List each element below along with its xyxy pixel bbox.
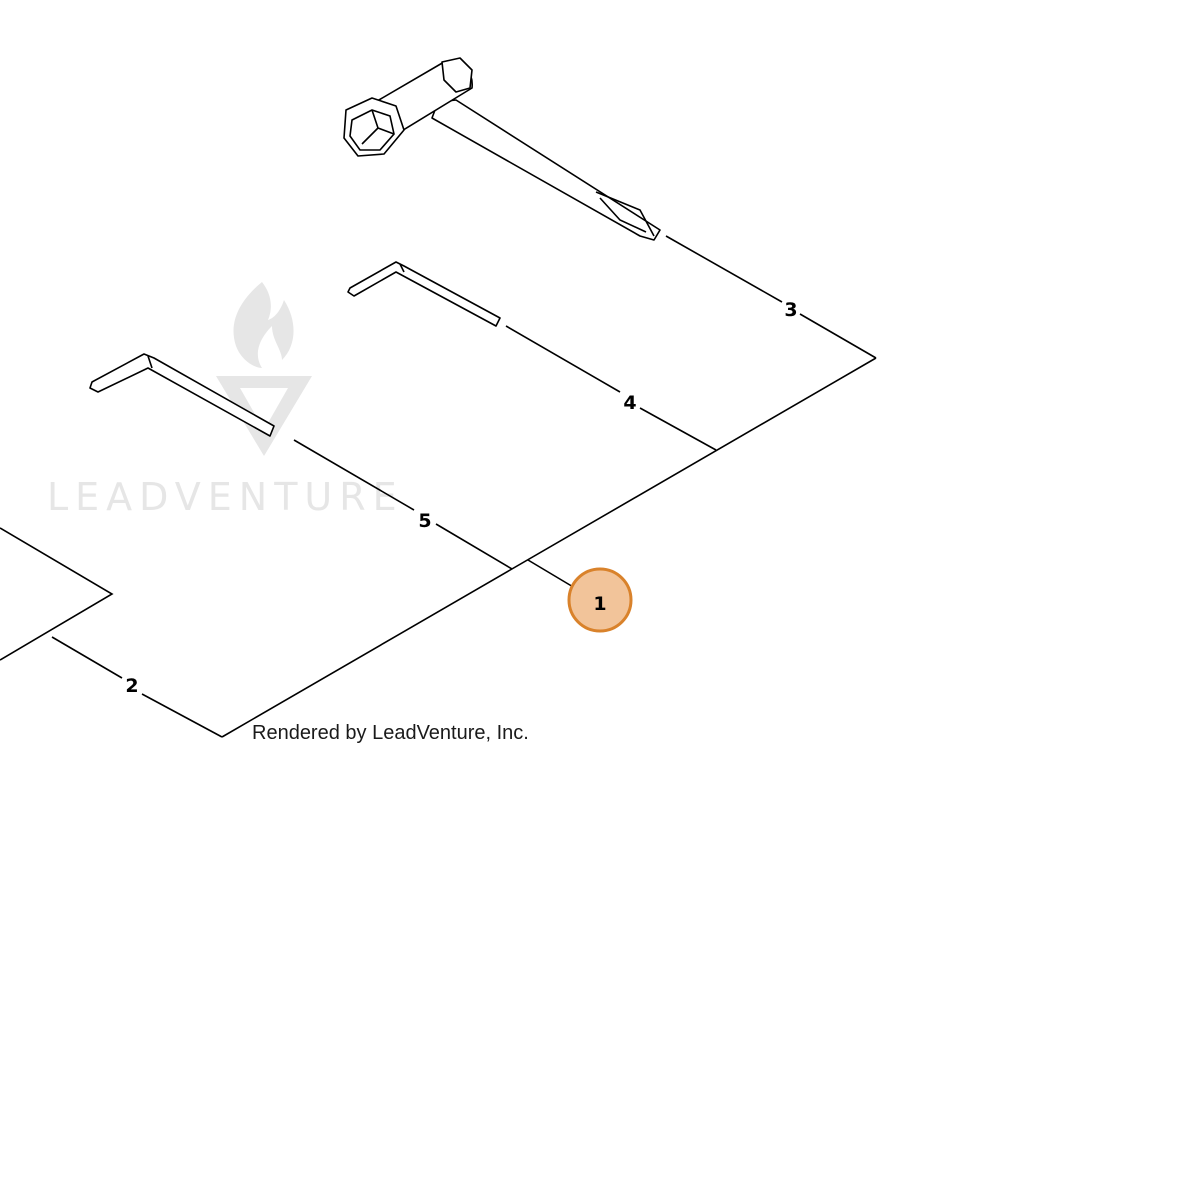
callout-4-label[interactable]: 4 [623,392,636,414]
callout-5-label[interactable]: 5 [418,510,431,532]
watermark-text: LEADVENTURE [47,475,404,519]
leader-line-2a [51,636,123,679]
leadventure-watermark: LEADVENTURE [47,282,404,519]
large-hex-key-icon [89,353,275,437]
callout-1-highlight [567,567,633,633]
left-bracket-line [0,527,114,661]
leader-line-2b [141,693,223,738]
leader-line-5a [293,439,415,511]
spark-plug-wrench-icon [343,57,661,241]
main-bracket-line [221,357,877,738]
callout-3-label[interactable]: 3 [784,299,797,321]
credit-text: Rendered by LeadVenture, Inc. [252,722,529,744]
flame-logo-icon [216,282,312,456]
small-hex-key-icon [347,261,501,327]
leader-line-3a [665,235,783,303]
callout-1-label: 1 [593,593,606,615]
leader-line-3b [799,313,877,359]
leader-line-5b [435,523,513,570]
leader-line-4b [639,407,717,451]
callout-2-label[interactable]: 2 [125,675,138,697]
leader-line-4a [505,325,621,393]
callout-1[interactable]: 1 [567,567,633,633]
